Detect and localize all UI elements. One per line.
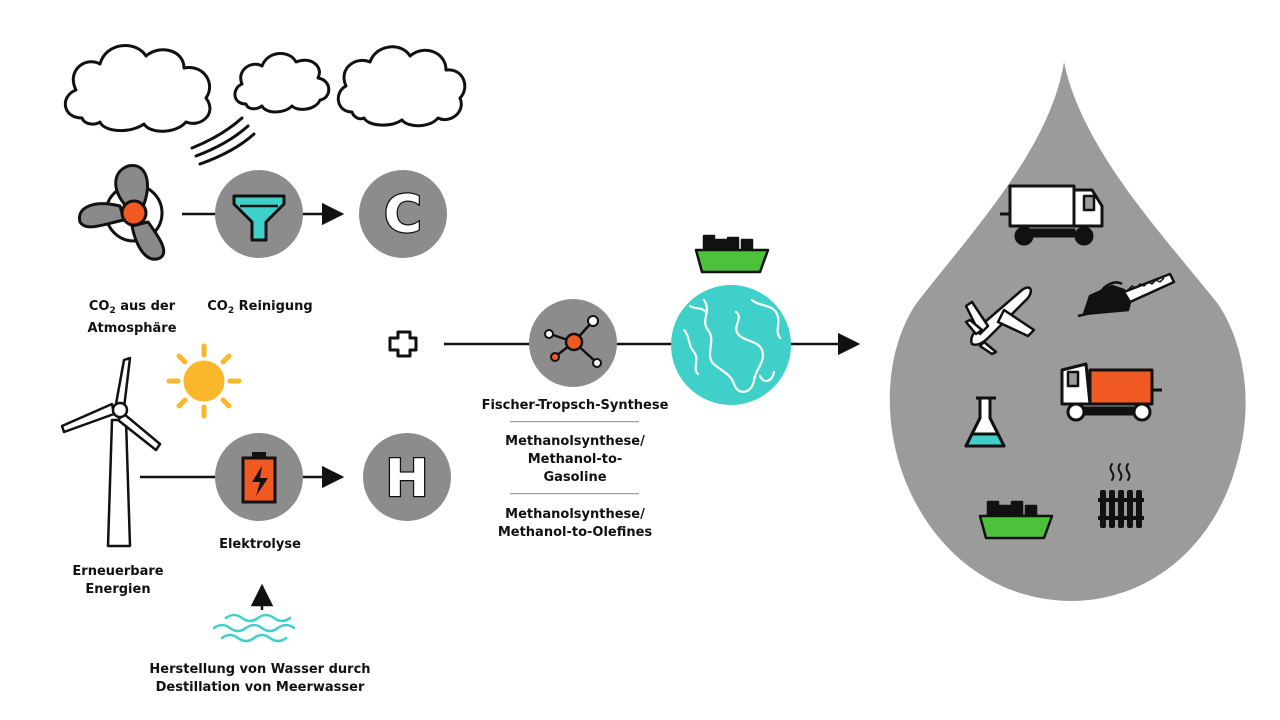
molecule-icon [529, 299, 617, 387]
ship-icon [978, 500, 1054, 540]
radiator-icon [1098, 463, 1144, 528]
wind-turbine-icon [60, 356, 162, 548]
label-co2-air: CO2 aus der Atmosphäre [87, 299, 177, 336]
truck-icon [1060, 362, 1162, 422]
label-fischer-tropsch: Fischer-Tropsch-Synthese [481, 398, 669, 413]
fan-icon [78, 164, 166, 261]
sun-icon [166, 343, 242, 419]
fuel-drop [889, 62, 1246, 601]
truck-icon [1000, 184, 1104, 246]
plus-icon [388, 330, 418, 358]
cloud-icon [64, 44, 212, 133]
chainsaw-icon [1077, 272, 1176, 318]
label-methanol-olefines: Methanolsynthese/ Methanol-to-Olefines [497, 507, 653, 540]
separator-line [510, 493, 639, 495]
hydrogen-letter: H [385, 449, 429, 509]
airplane-icon [964, 286, 1036, 356]
battery-icon [215, 433, 303, 521]
label-water-production: Herstellung von Wasser durch Destillatio… [149, 662, 371, 695]
globe-icon [671, 285, 791, 405]
carbon-letter: C [384, 185, 422, 245]
label-co2-cleaning: CO2 Reinigung [207, 299, 313, 316]
label-electrolysis: Elektrolyse [219, 537, 301, 552]
wind-icon [190, 116, 256, 166]
cloud-icon [233, 52, 331, 114]
flask-icon [964, 396, 1006, 448]
carbon-node: C [359, 170, 447, 258]
hydrogen-node: H [363, 433, 451, 521]
cloud-icon [336, 45, 467, 128]
filter-icon [215, 170, 303, 258]
water-waves-icon [212, 613, 296, 643]
label-renewables: Erneuerbare Energien [72, 564, 164, 597]
ship-icon [694, 234, 770, 274]
label-methanol-gasoline: Methanolsynthese/ Methanol-to- Gasoline [505, 434, 645, 485]
separator-line [510, 421, 639, 423]
